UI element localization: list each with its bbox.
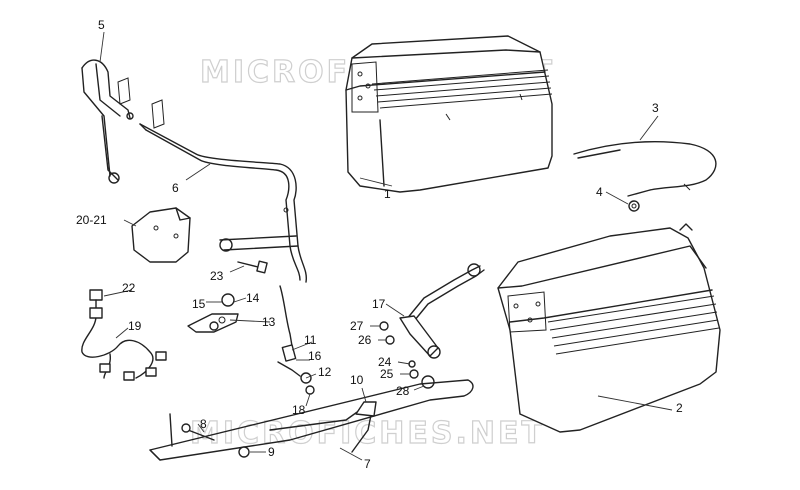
- part-label-12: 12: [318, 365, 332, 379]
- watermark-bottom: MICROFICHES.NET: [190, 416, 545, 451]
- part-label-26: 26: [358, 333, 372, 347]
- part-label-18: 18: [292, 403, 306, 417]
- part-label-19: 19: [128, 319, 142, 333]
- switch-bracket-13: [187, 293, 239, 333]
- frame-bar-6: [139, 99, 308, 283]
- part-label-10: 10: [350, 373, 364, 387]
- wiring-harness-19: [81, 299, 167, 381]
- nut-4: [628, 200, 640, 212]
- part-label-15: 15: [192, 297, 206, 311]
- connector-22: [89, 289, 103, 301]
- part-label-24: 24: [378, 355, 392, 369]
- pannier-case-right: [497, 223, 721, 433]
- part-label-14: 14: [246, 291, 260, 305]
- part-label-20-21: 20-21: [76, 213, 107, 227]
- part-label-9: 9: [268, 445, 275, 459]
- part-label-1: 1: [384, 187, 391, 201]
- part-label-13: 13: [262, 315, 276, 329]
- bolt-23: [237, 260, 268, 274]
- part-label-22: 22: [122, 281, 136, 295]
- nut-9: [238, 446, 250, 458]
- pannier-case-left: [345, 35, 553, 193]
- fasteners-24-28: [379, 321, 435, 389]
- release-cable: [573, 141, 717, 197]
- part-label-25: 25: [380, 367, 394, 381]
- part-label-27: 27: [350, 319, 364, 333]
- part-label-2: 2: [676, 401, 683, 415]
- leader-lines: [99, 31, 673, 461]
- part-label-8: 8: [200, 417, 207, 431]
- part-labels: 5 6 1 3 4 2 20-21 23 22 19 15 14 13 11 1…: [76, 18, 683, 471]
- part-label-17: 17: [372, 297, 386, 311]
- part-label-16: 16: [308, 349, 322, 363]
- part-label-6: 6: [172, 181, 179, 195]
- part-label-5: 5: [98, 18, 105, 32]
- part-label-23: 23: [210, 269, 224, 283]
- part-label-4: 4: [596, 185, 603, 199]
- lever-17: [399, 263, 485, 359]
- mounting-plate-20-21: [131, 207, 191, 263]
- bolt-8: [181, 423, 215, 441]
- part-label-11: 11: [304, 333, 317, 347]
- part-label-7: 7: [364, 457, 371, 471]
- part-label-3: 3: [652, 101, 659, 115]
- side-stand-7: [149, 379, 474, 461]
- part-label-28: 28: [396, 384, 410, 398]
- support-bracket-5: [81, 59, 134, 184]
